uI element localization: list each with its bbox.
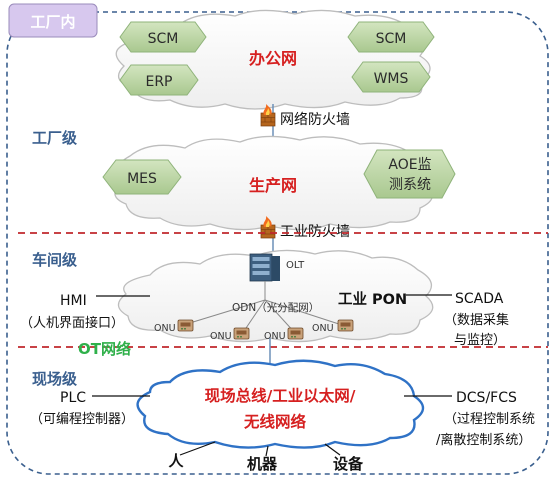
odn-label: ODN（光分配网） — [232, 301, 319, 314]
onu-label-2: ONU — [210, 331, 232, 342]
scada-description-1: （数据采集 — [444, 312, 509, 328]
svg-text:SCM: SCM — [148, 31, 179, 47]
level-label-workshop: 车间级 — [32, 251, 78, 269]
scada-description-2: 与监控） — [454, 333, 506, 348]
endpoint-equipment: 设备 — [333, 455, 364, 473]
hmi-description: （人机界面接口） — [20, 315, 124, 331]
endpoint-link-equipment — [324, 443, 341, 456]
plc-label: PLC — [60, 390, 86, 406]
olt-device-icon — [249, 253, 280, 282]
onu-icon-3 — [287, 327, 304, 340]
onu-label-3: ONU — [264, 331, 286, 342]
production-system-hex-aoe: AOE监 测系统 — [363, 149, 456, 199]
svg-text:MES: MES — [127, 171, 157, 187]
onu-icon-2 — [233, 327, 250, 340]
dcs-label: DCS/FCS — [456, 390, 517, 406]
network-firewall-label: 网络防火墙 — [280, 112, 350, 128]
pon-cloud — [117, 249, 434, 343]
production-cloud — [114, 135, 433, 231]
olt-label: OLT — [286, 260, 305, 271]
field-bus-label-1: 现场总线/工业以太网/ — [205, 386, 356, 405]
onu-icon-4 — [337, 319, 354, 332]
endpoint-link-machine — [265, 445, 269, 457]
office-system-hex-scm-right: SCM — [347, 21, 435, 53]
endpoint-person: 人 — [168, 452, 184, 470]
endpoint-link-person — [179, 441, 216, 456]
field-bus-cloud — [136, 359, 425, 449]
office-system-hex-scm-left: SCM — [119, 21, 207, 53]
level-label-field: 现场级 — [32, 370, 78, 388]
field-bus-label-2: 无线网络 — [243, 412, 307, 431]
dcs-description-1: （过程控制系统 — [444, 412, 535, 427]
level-label-factory: 工厂级 — [32, 129, 78, 147]
office-system-hex-wms: WMS — [351, 61, 431, 93]
plc-description: （可编程控制器） — [30, 412, 134, 427]
svg-text:SCM: SCM — [376, 31, 407, 47]
office-system-hex-erp: ERP — [119, 64, 199, 96]
endpoint-machine: 机器 — [247, 455, 278, 473]
production-system-hex-mes: MES — [102, 159, 182, 195]
svg-text:ERP: ERP — [145, 74, 172, 90]
pon-label: 工业 PON — [338, 291, 407, 308]
production-network-label: 生产网 — [249, 176, 297, 195]
svg-text:测系统: 测系统 — [389, 177, 431, 193]
onu-label-4: ONU — [312, 323, 334, 334]
scada-label: SCADA — [455, 291, 504, 307]
ot-network-label: OT网络 — [78, 340, 131, 358]
frame-title-tab — [8, 3, 98, 38]
onu-icon-1 — [177, 319, 194, 332]
svg-text:AOE监: AOE监 — [388, 157, 431, 173]
hmi-label: HMI — [60, 293, 87, 309]
industrial-firewall-label: 工业防火墙 — [280, 224, 350, 240]
frame-title: 工厂内 — [30, 13, 75, 31]
svg-text:WMS: WMS — [374, 71, 409, 87]
office-network-label: 办公网 — [249, 49, 297, 68]
dcs-description-2: /离散控制系统） — [436, 432, 531, 448]
onu-label-1: ONU — [154, 323, 176, 334]
